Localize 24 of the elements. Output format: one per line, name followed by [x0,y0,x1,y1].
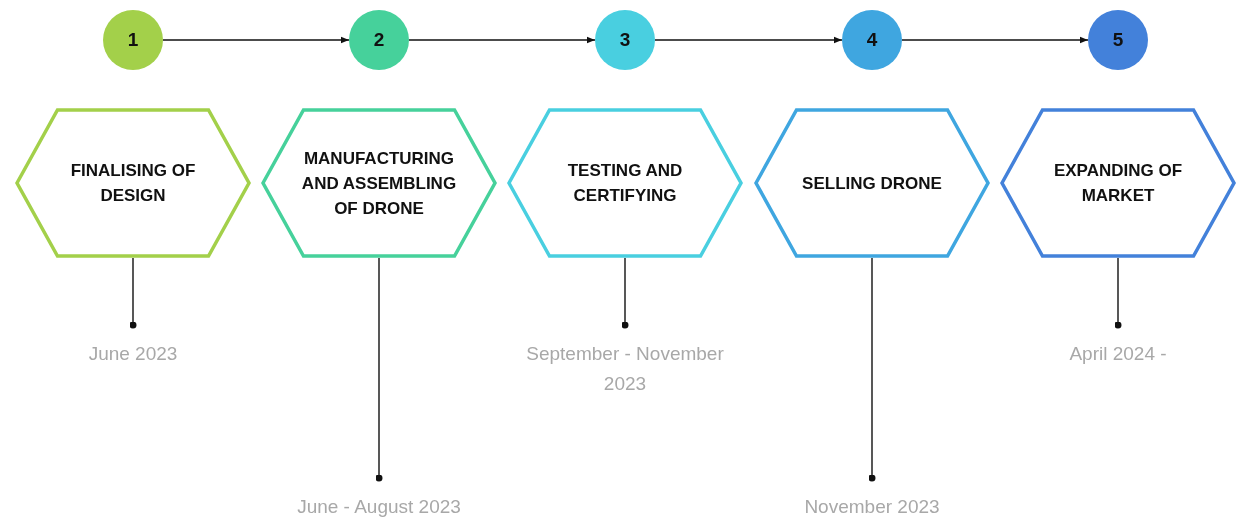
leader-line [129,257,137,329]
date-label: June 2023 [13,325,253,405]
leader-line [375,257,383,482]
step-hexagon: SELLING DRONE [754,108,990,258]
step-number-circle: 1 [103,10,163,70]
arrow [654,36,843,44]
leader-line [868,257,876,482]
step-number-circle: 2 [349,10,409,70]
date-label: September - November 2023 [505,325,745,405]
leader-line [1114,257,1122,329]
step-hexagon: FINALISING OF DESIGN [15,108,251,258]
arrow [408,36,596,44]
step-hexagon: TESTING AND CERTIFYING [507,108,743,258]
step-number-circle: 5 [1088,10,1148,70]
date-label: June - August 2023 [259,478,499,522]
arrow [162,36,350,44]
step-hexagon: MANUFACTURING AND ASSEMBLING OF DRONE [261,108,497,258]
step-number-circle: 3 [595,10,655,70]
date-label: April 2024 - [998,325,1236,405]
step-hexagon: EXPANDING OF MARKET [1000,108,1236,258]
leader-line [621,257,629,329]
date-label: November 2023 [752,478,992,522]
arrow [901,36,1089,44]
step-number-circle: 4 [842,10,902,70]
